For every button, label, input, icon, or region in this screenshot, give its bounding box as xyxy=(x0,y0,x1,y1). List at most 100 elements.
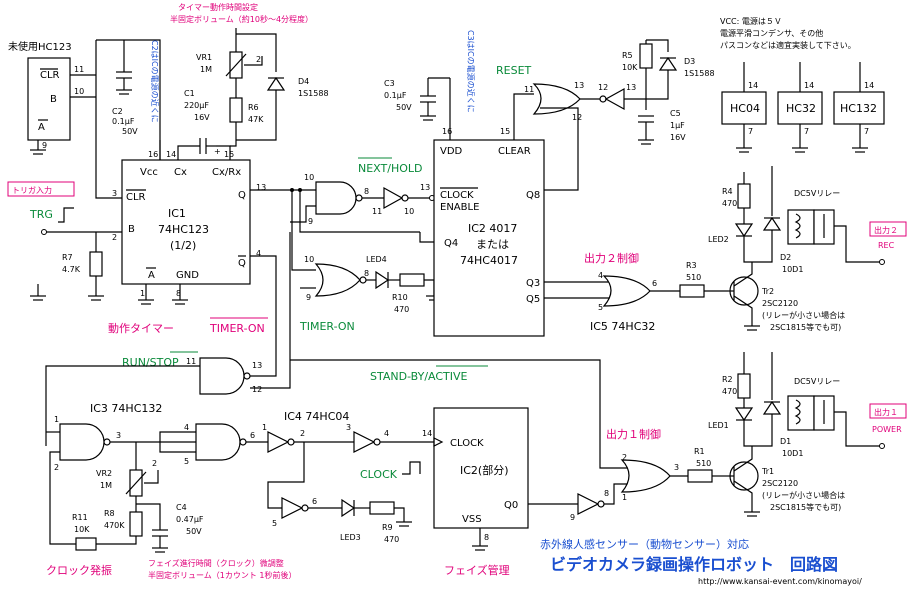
svg-text:470K: 470K xyxy=(104,521,125,530)
svg-text:510: 510 xyxy=(686,273,701,282)
svg-text:3: 3 xyxy=(112,189,117,198)
svg-text:12: 12 xyxy=(572,113,582,122)
svg-text:470: 470 xyxy=(722,387,737,396)
hc04-chip xyxy=(721,91,767,125)
r4-label: R4 xyxy=(722,187,733,196)
svg-text:Cx/Rx: Cx/Rx xyxy=(212,167,241,178)
svg-text:1M: 1M xyxy=(100,481,112,490)
svg-text:Cx: Cx xyxy=(174,167,187,178)
svg-text:5: 5 xyxy=(272,519,277,528)
svg-text:74HC4017: 74HC4017 xyxy=(460,254,518,267)
svg-text:4: 4 xyxy=(598,271,603,280)
r6-label: R6 xyxy=(248,103,259,112)
ic2-partial-chip xyxy=(433,407,529,529)
svg-text:1: 1 xyxy=(262,423,267,432)
timer-on-label: TIMER-ON xyxy=(299,320,355,333)
relay2-label: DC5Vリレー xyxy=(794,189,840,198)
led2-label: LED2 xyxy=(708,235,729,244)
ic1-sub: (1/2) xyxy=(170,239,196,252)
svg-text:12: 12 xyxy=(598,83,608,92)
svg-text:8: 8 xyxy=(176,289,181,298)
svg-text:10: 10 xyxy=(404,207,414,216)
trigger-input-label: トリガ入力 xyxy=(12,185,52,195)
svg-text:0.1μF: 0.1μF xyxy=(384,91,407,100)
svg-text:5: 5 xyxy=(184,457,189,466)
svg-text:Vcc: Vcc xyxy=(140,167,158,178)
c5-label: C5 xyxy=(670,109,681,118)
ic2-name: IC2 4017 xyxy=(468,222,517,235)
svg-text:50V: 50V xyxy=(396,103,412,112)
svg-text:(リレーが小さい場合は: (リレーが小さい場合は xyxy=(762,310,845,320)
svg-text:11: 11 xyxy=(524,85,534,94)
unused-hc123-label: 未使用HC123 xyxy=(8,40,72,53)
svg-text:14: 14 xyxy=(864,81,874,90)
svg-text:8: 8 xyxy=(364,269,369,278)
svg-text:Q: Q xyxy=(238,190,246,201)
svg-text:16V: 16V xyxy=(194,113,210,122)
svg-text:4: 4 xyxy=(384,429,389,438)
run-stop-label: RUN/STOP xyxy=(122,356,179,369)
trg-label: TRG xyxy=(29,208,53,221)
tr2-label: Tr2 xyxy=(761,287,774,296)
svg-text:6: 6 xyxy=(312,497,317,506)
svg-text:HC32: HC32 xyxy=(786,102,816,115)
svg-text:CLR: CLR xyxy=(126,192,146,203)
vcc-note-3: パスコンなどは適宜実装して下さい。 xyxy=(720,40,856,50)
vcc-note-2: 電源平滑コンデンサ、その他 xyxy=(720,28,823,38)
unused-b-pin: B xyxy=(50,94,57,105)
ic1-name: IC1 xyxy=(168,207,186,220)
svg-text:9: 9 xyxy=(306,293,311,302)
svg-text:4.7K: 4.7K xyxy=(62,265,81,274)
vcc-note-1: VCC: 電源は５Ｖ xyxy=(720,17,782,26)
led3-label: LED3 xyxy=(340,533,361,542)
svg-text:4: 4 xyxy=(184,423,189,432)
svg-text:1μF: 1μF xyxy=(670,121,685,130)
c1-label: C1 xyxy=(184,89,195,98)
d2-label: D2 xyxy=(780,253,791,262)
r1-label: R1 xyxy=(694,447,705,456)
svg-text:4: 4 xyxy=(256,249,261,258)
svg-text:8: 8 xyxy=(604,489,609,498)
svg-text:2SC1815等でも可): 2SC1815等でも可) xyxy=(770,502,841,512)
svg-text:2SC2120: 2SC2120 xyxy=(762,479,798,488)
svg-text:10: 10 xyxy=(304,255,314,264)
svg-text:HC04: HC04 xyxy=(730,102,760,115)
svg-text:2: 2 xyxy=(112,233,117,242)
r11-label: R11 xyxy=(72,513,88,522)
vr1-label: VR1 xyxy=(196,53,212,62)
svg-text:VSS: VSS xyxy=(462,514,482,525)
vr2-label: VR2 xyxy=(96,469,112,478)
svg-text:POWER: POWER xyxy=(872,425,902,434)
svg-text:470: 470 xyxy=(384,535,399,544)
unused-hc123-chip xyxy=(27,57,71,141)
svg-text:220μF: 220μF xyxy=(184,101,209,110)
svg-text:6: 6 xyxy=(652,279,657,288)
ic4-label: IC4 74HC04 xyxy=(284,410,349,423)
action-timer-label: 動作タイマー xyxy=(108,321,174,335)
svg-text:3: 3 xyxy=(116,431,121,440)
svg-text:0.1μF: 0.1μF xyxy=(112,117,135,126)
svg-text:9: 9 xyxy=(42,141,47,150)
ic3-label: IC3 74HC132 xyxy=(90,402,162,415)
subtitle: 赤外線人感センサー（動物センサー）対応 xyxy=(540,537,749,551)
ic1-chip xyxy=(121,159,251,285)
svg-text:7: 7 xyxy=(864,127,869,136)
r7-label: R7 xyxy=(62,253,73,262)
reset-label: RESET xyxy=(496,64,532,77)
svg-text:13: 13 xyxy=(252,361,262,370)
svg-text:1: 1 xyxy=(622,493,627,502)
r10-label: R10 xyxy=(392,293,408,302)
c2-note: C2はICの電源の近くに xyxy=(150,40,160,123)
svg-text:9: 9 xyxy=(308,217,313,226)
svg-text:または: または xyxy=(476,238,509,251)
svg-text:1S1588: 1S1588 xyxy=(298,89,329,98)
svg-text:10K: 10K xyxy=(74,525,90,534)
svg-text:1M: 1M xyxy=(200,65,212,74)
ic5-label: IC5 74HC32 xyxy=(590,320,655,333)
svg-text:CLOCK: CLOCK xyxy=(450,438,484,449)
svg-text:15: 15 xyxy=(224,150,234,159)
hc132-chip xyxy=(833,91,885,125)
svg-text:470: 470 xyxy=(394,305,409,314)
svg-text:10D1: 10D1 xyxy=(782,265,803,274)
tr1-label: Tr1 xyxy=(761,467,774,476)
